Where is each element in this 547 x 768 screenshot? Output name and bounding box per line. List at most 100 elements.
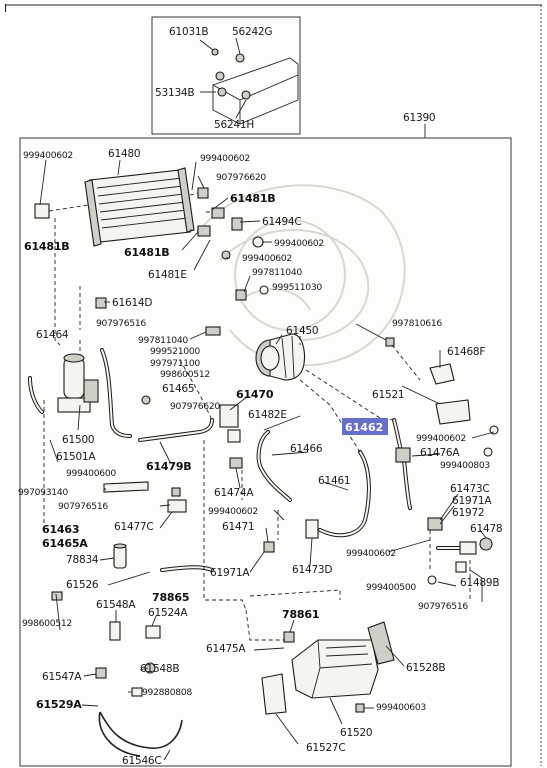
label-61478: 61478 xyxy=(470,523,502,535)
label-999511030: 999511030 xyxy=(272,282,322,293)
label-61494c: 61494C xyxy=(262,216,302,228)
label-907976516-b: 907976516 xyxy=(58,501,108,512)
label-61481e: 61481E xyxy=(148,269,187,281)
watermark-emblem xyxy=(199,184,406,367)
highlighted-part-callout[interactable]: 61462 xyxy=(342,418,388,435)
label-907976516-c: 907976516 xyxy=(418,601,468,612)
label-61489b: 61489B xyxy=(460,577,499,589)
label-61474a: 61474A xyxy=(214,487,254,499)
label-61479b: 61479B xyxy=(146,460,191,473)
label-992880808: 992880808 xyxy=(142,687,192,698)
label-907976620-b: 907976620 xyxy=(170,401,220,412)
label-61450: 61450 xyxy=(286,325,318,337)
label-997093140: 997093140 xyxy=(18,487,68,498)
label-61465a: 61465A xyxy=(42,537,88,550)
dashed-connection-lines xyxy=(43,218,471,641)
label-999400603: 999400603 xyxy=(376,702,426,713)
inset-label-56242g: 56242G xyxy=(232,26,272,38)
label-999400602-a: 999400602 xyxy=(23,150,73,161)
label-61548a: 61548A xyxy=(96,599,136,611)
label-61528b: 61528B xyxy=(406,662,445,674)
label-61468f: 61468F xyxy=(447,346,485,358)
label-61614d: 61614D xyxy=(112,297,152,309)
wire-harness-61546c xyxy=(98,711,183,757)
label-61473c: 61473C xyxy=(450,483,490,495)
inset-bracket xyxy=(212,57,299,125)
label-61471: 61471 xyxy=(222,521,254,533)
label-61465: 61465 xyxy=(162,383,194,395)
label-61482e: 61482E xyxy=(248,409,287,421)
label-61526: 61526 xyxy=(66,579,99,591)
switches-lower-left xyxy=(51,591,161,697)
label-61481b-a: 61481B xyxy=(230,192,275,205)
label-999400602-e: 999400602 xyxy=(416,433,466,444)
label-999400500: 999400500 xyxy=(366,582,416,593)
label-997810616: 997810616 xyxy=(392,318,442,329)
label-61971a-a: 61971A xyxy=(452,495,492,507)
label-998600512-a: 998600512 xyxy=(160,369,210,380)
label-999400602-g: 999400602 xyxy=(346,548,396,559)
label-61461: 61461 xyxy=(318,475,350,487)
label-61971a-b: 61971A xyxy=(210,567,250,579)
fittings-upper xyxy=(95,187,269,336)
label-61477c: 61477C xyxy=(114,521,154,533)
label-997971100: 997971100 xyxy=(150,358,200,369)
label-61546c: 61546C xyxy=(122,755,162,767)
label-61481b-b: 61481B xyxy=(24,240,69,253)
label-61475a: 61475A xyxy=(206,643,246,655)
label-999400803: 999400803 xyxy=(440,460,490,471)
label-61972: 61972 xyxy=(452,507,484,519)
highlight-box[interactable] xyxy=(342,418,388,435)
label-999521000: 999521000 xyxy=(150,346,200,357)
label-78834: 78834 xyxy=(66,554,99,566)
label-61462-highlighted[interactable]: 61462 xyxy=(345,421,383,434)
receiver-drier-61500 xyxy=(57,353,99,413)
brackets-right xyxy=(385,337,499,457)
label-61524a: 61524A xyxy=(148,607,188,619)
inset-detail: 61031B 56242G 53134B 56241H xyxy=(151,16,301,135)
label-998600512-b: 998600512 xyxy=(22,618,72,629)
label-61521: 61521 xyxy=(372,389,404,401)
label-997811040-b: 997811040 xyxy=(138,335,188,346)
canister-78834 xyxy=(113,543,127,569)
label-999400602-c: 999400602 xyxy=(274,238,324,249)
expansion-valve-group xyxy=(103,395,493,585)
compressor-61450 xyxy=(255,333,306,381)
label-61463: 61463 xyxy=(42,523,79,536)
label-61520: 61520 xyxy=(340,727,372,739)
label-61480: 61480 xyxy=(108,148,140,160)
label-61464: 61464 xyxy=(36,329,69,341)
inset-label-53134b: 53134B xyxy=(155,87,194,99)
inset-label-56241h: 56241H xyxy=(214,119,254,131)
label-61548b: 61548B xyxy=(140,663,179,675)
assembly-label-61390: 61390 xyxy=(403,112,435,124)
label-61501a: 61501A xyxy=(56,451,96,463)
label-61500: 61500 xyxy=(62,434,94,446)
label-907976620-a: 907976620 xyxy=(216,172,266,183)
evaporator-unit-61520 xyxy=(261,621,395,715)
label-61470: 61470 xyxy=(236,388,274,401)
assembly-frame xyxy=(19,137,512,767)
leader-lines xyxy=(39,159,495,761)
label-61527c: 61527C xyxy=(306,742,346,754)
label-61466: 61466 xyxy=(290,443,323,455)
label-61476a: 61476A xyxy=(420,447,460,459)
label-999400602-f: 999400602 xyxy=(208,506,258,517)
label-61547a: 61547A xyxy=(42,671,82,683)
label-999400600: 999400600 xyxy=(66,468,116,479)
label-999400602-d: 999400602 xyxy=(242,253,292,264)
top-mark: I xyxy=(4,3,7,15)
label-78865: 78865 xyxy=(152,591,189,604)
label-61473d: 61473D xyxy=(292,564,332,576)
label-907976516-a: 907976516 xyxy=(96,318,146,329)
inset-label-61031b: 61031B xyxy=(169,26,208,38)
label-999400602-b: 999400602 xyxy=(200,153,250,164)
refrigerant-hoses xyxy=(28,348,464,572)
label-61481b-c: 61481B xyxy=(124,246,169,259)
label-61529a: 61529A xyxy=(36,698,82,711)
label-997811040-a: 997811040 xyxy=(252,267,302,278)
condenser-61480 xyxy=(34,167,195,247)
label-78861: 78861 xyxy=(282,608,319,621)
